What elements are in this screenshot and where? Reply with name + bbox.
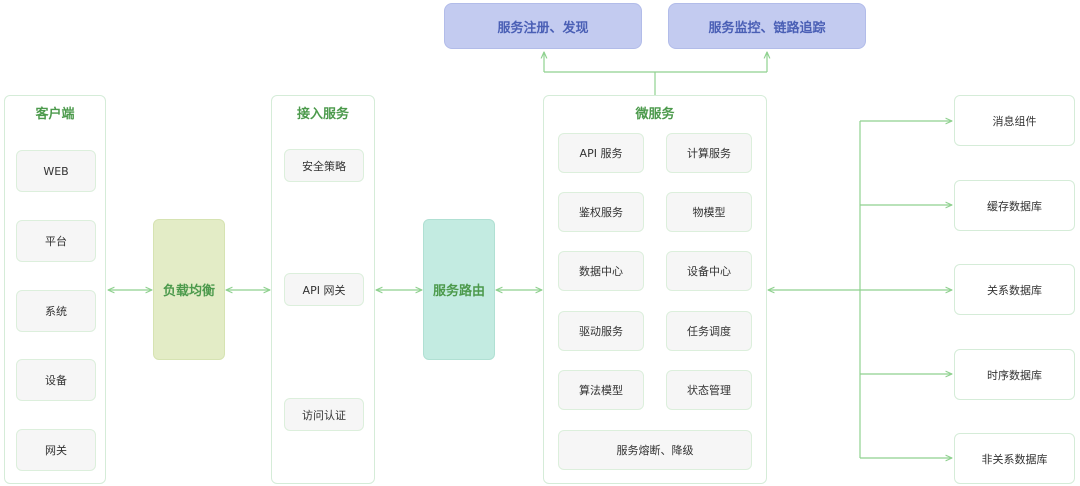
storage-timeseries-database[interactable]: 时序数据库: [954, 349, 1075, 400]
micro-item-compute-service[interactable]: 计算服务: [666, 133, 752, 173]
access-item-auth[interactable]: 访问认证: [284, 398, 364, 431]
client-item-device[interactable]: 设备: [16, 359, 96, 401]
service-registry-box[interactable]: 服务注册、发现: [444, 3, 642, 49]
micro-item-data-center[interactable]: 数据中心: [558, 251, 644, 291]
micro-item-algorithm-model[interactable]: 算法模型: [558, 370, 644, 410]
client-item-platform[interactable]: 平台: [16, 220, 96, 262]
micro-item-device-center[interactable]: 设备中心: [666, 251, 752, 291]
client-title: 客户端: [35, 107, 75, 122]
micro-title: 微服务: [635, 107, 675, 122]
storage-relational-database[interactable]: 关系数据库: [954, 264, 1075, 315]
access-panel: 接入服务 安全策略 API 网关 访问认证: [271, 95, 375, 484]
micro-item-thing-model[interactable]: 物模型: [666, 192, 752, 232]
load-balance-box[interactable]: 负载均衡: [153, 219, 225, 360]
client-panel: 客户端 WEB 平台 系统 设备 网关: [4, 95, 106, 484]
access-item-api-gateway[interactable]: API 网关: [284, 273, 364, 306]
storage-message-component[interactable]: 消息组件: [954, 95, 1075, 146]
client-item-web[interactable]: WEB: [16, 150, 96, 192]
micro-item-api-service[interactable]: API 服务: [558, 133, 644, 173]
micro-item-task-scheduling[interactable]: 任务调度: [666, 311, 752, 351]
micro-service-panel: 微服务 API 服务 计算服务 鉴权服务 物模型 数据中心 设备中心 驱动服务 …: [543, 95, 767, 484]
micro-item-auth-service[interactable]: 鉴权服务: [558, 192, 644, 232]
service-monitor-box[interactable]: 服务监控、链路追踪: [668, 3, 866, 49]
micro-item-driver-service[interactable]: 驱动服务: [558, 311, 644, 351]
storage-nosql-database[interactable]: 非关系数据库: [954, 433, 1075, 484]
storage-cache-database[interactable]: 缓存数据库: [954, 180, 1075, 231]
micro-item-circuit-breaker[interactable]: 服务熔断、降级: [558, 430, 752, 470]
client-item-system[interactable]: 系统: [16, 290, 96, 332]
service-routing-box[interactable]: 服务路由: [423, 219, 495, 360]
access-title: 接入服务: [296, 107, 349, 122]
client-item-gateway[interactable]: 网关: [16, 429, 96, 471]
access-item-security-policy[interactable]: 安全策略: [284, 149, 364, 182]
micro-item-state-management[interactable]: 状态管理: [666, 370, 752, 410]
